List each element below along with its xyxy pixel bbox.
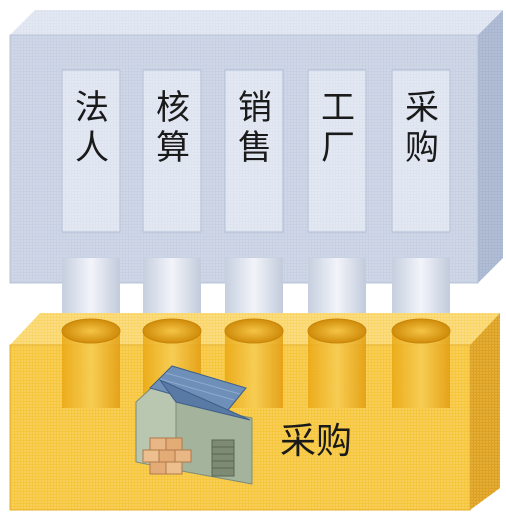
socket-hole	[307, 318, 367, 344]
slot-label-purchasing: 采 购	[405, 88, 439, 168]
connector-peg	[225, 258, 283, 318]
socket-hole	[224, 318, 284, 344]
connectors	[62, 258, 450, 318]
slot-label-accounting: 核 算	[156, 88, 190, 168]
slot-panel	[307, 69, 367, 233]
slot-panels	[61, 69, 451, 233]
connector-peg	[62, 258, 120, 318]
slot-panel	[391, 69, 451, 233]
boxes-icon	[142, 437, 192, 475]
connector-peg	[143, 258, 201, 318]
slot-label-legal-entity: 法 人	[75, 88, 109, 168]
top-block-top-face	[10, 10, 503, 35]
top-block-side-face	[478, 10, 503, 283]
socket-hole	[61, 318, 121, 344]
slot-panel	[224, 69, 284, 233]
socket-column	[62, 332, 120, 408]
connector-peg	[392, 258, 450, 318]
bottom-block-side-face	[470, 313, 500, 510]
warehouse-label: 采购	[280, 421, 353, 462]
socket-column	[308, 332, 366, 408]
slot-label-plant: 工 厂	[321, 88, 355, 168]
slot-label-sales: 销 售	[238, 88, 272, 168]
slot-panel	[142, 69, 202, 233]
connector-peg	[308, 258, 366, 318]
slot-panel	[61, 69, 121, 233]
socket-column	[392, 332, 450, 408]
socket-hole	[142, 318, 202, 344]
socket-hole	[391, 318, 451, 344]
